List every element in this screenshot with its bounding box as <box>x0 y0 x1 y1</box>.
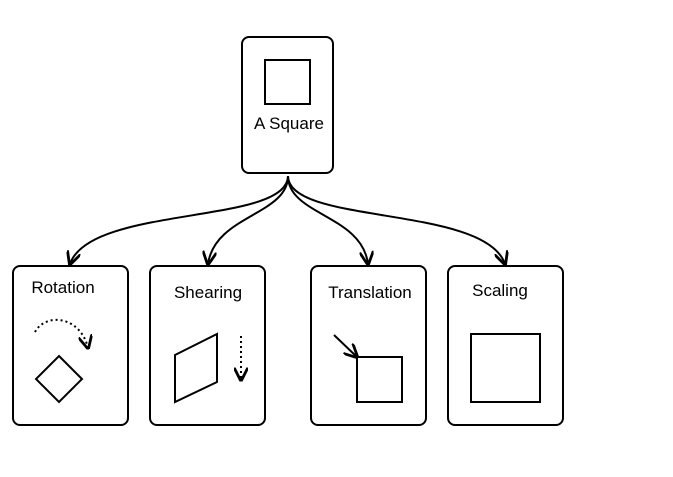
scaling-node: Scaling <box>447 265 564 426</box>
translation-arrow-icon <box>333 334 357 357</box>
scaling-node-box <box>447 265 564 426</box>
edge-root-rotation <box>70 175 289 264</box>
scaling-node-label: Scaling <box>472 281 528 300</box>
root-node: A Square <box>241 36 334 174</box>
root-node-label: A Square <box>254 114 324 133</box>
edge-root-translation <box>287 175 368 264</box>
edge-root-scaling <box>287 175 505 264</box>
translation-node: Translation <box>310 265 427 426</box>
rotated-square-icon <box>34 354 84 404</box>
rotation-node: Rotation <box>12 265 129 426</box>
edge-root-shearing <box>208 175 289 264</box>
translation-node-label: Translation <box>328 283 411 302</box>
shearing-node: Shearing <box>149 265 266 426</box>
shearing-node-label: Shearing <box>174 283 242 302</box>
square-icon <box>264 59 311 105</box>
shearing-node-box <box>149 265 266 426</box>
rotation-arrow-icon <box>34 318 88 348</box>
edges <box>70 175 505 264</box>
sheared-square-icon <box>174 332 218 404</box>
rotation-node-label: Rotation <box>31 278 94 297</box>
translated-square-icon <box>356 356 403 403</box>
translation-node-box <box>310 265 427 426</box>
scaled-square-icon <box>470 333 541 403</box>
